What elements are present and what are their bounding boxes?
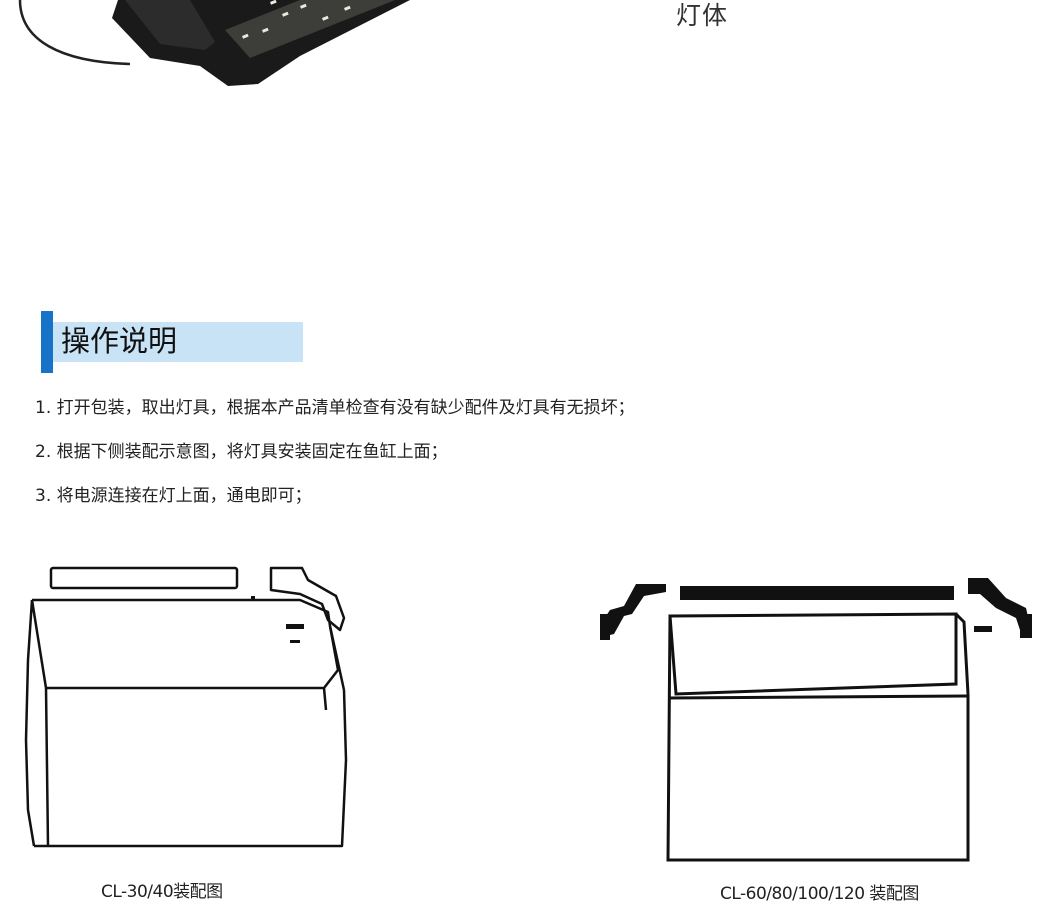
diagram-caption-small: CL-30/40装配图 — [101, 882, 223, 902]
instruction-steps: 1. 打开包装，取出灯具，根据本产品清单检查有没有缺少配件及灯具有无损坏； 2.… — [35, 397, 635, 529]
lamp-body-photo — [0, 0, 460, 100]
step-2: 2. 根据下侧装配示意图，将灯具安装固定在鱼缸上面； — [35, 442, 448, 462]
step-3: 3. 将电源连接在灯上面，通电即可； — [35, 486, 312, 506]
section-header: 操作说明 — [41, 311, 303, 373]
assembly-diagram-small — [18, 560, 358, 860]
lamp-body-label: 灯体 — [676, 1, 729, 30]
section-title-band — [53, 322, 303, 362]
step-1: 1. 打开包装，取出灯具，根据本产品清单检查有没有缺少配件及灯具有无损坏； — [35, 398, 635, 418]
section-title: 操作说明 — [61, 324, 178, 358]
section-accent-bar — [41, 311, 53, 373]
diagram-caption-large: CL-60/80/100/120 装配图 — [720, 884, 919, 904]
assembly-diagram-large — [596, 574, 1036, 866]
